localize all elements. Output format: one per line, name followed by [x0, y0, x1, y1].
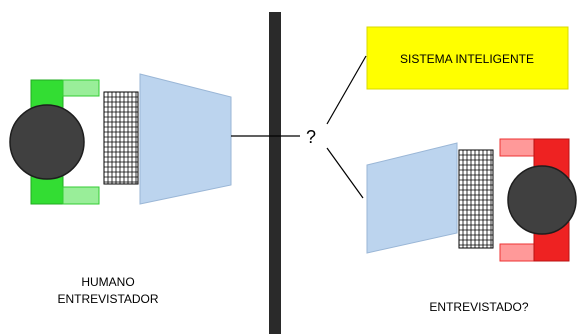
human-label-line1: HUMANO: [81, 275, 134, 289]
human-keyboard-icon: [103, 91, 139, 185]
branch-line-to-interviewee: [326, 147, 364, 199]
human-head-icon: [9, 104, 85, 180]
interviewee-armrest-bottom: [499, 243, 535, 262]
interviewee-armrest-top: [499, 138, 535, 157]
intelligent-system-box: SISTEMA INTELIGENTE: [366, 26, 569, 90]
dividing-wall: [269, 12, 281, 334]
interviewee-keyboard-icon: [458, 149, 494, 249]
interviewee-label: ENTREVISTADO?: [429, 300, 528, 314]
human-armrest-bottom: [62, 186, 100, 205]
human-label-line2: ENTREVISTADOR: [57, 292, 158, 306]
human-armrest-top: [62, 79, 100, 97]
question-mark: ?: [306, 127, 316, 147]
human-interviewer: [9, 73, 232, 205]
interviewee: [366, 138, 577, 262]
system-box-label: SISTEMA INTELIGENTE: [400, 52, 534, 66]
branch-line-to-system: [326, 55, 367, 125]
interviewee-screen-icon: [366, 142, 458, 254]
human-screen-icon: [139, 73, 232, 205]
interviewee-head-icon: [507, 165, 577, 235]
